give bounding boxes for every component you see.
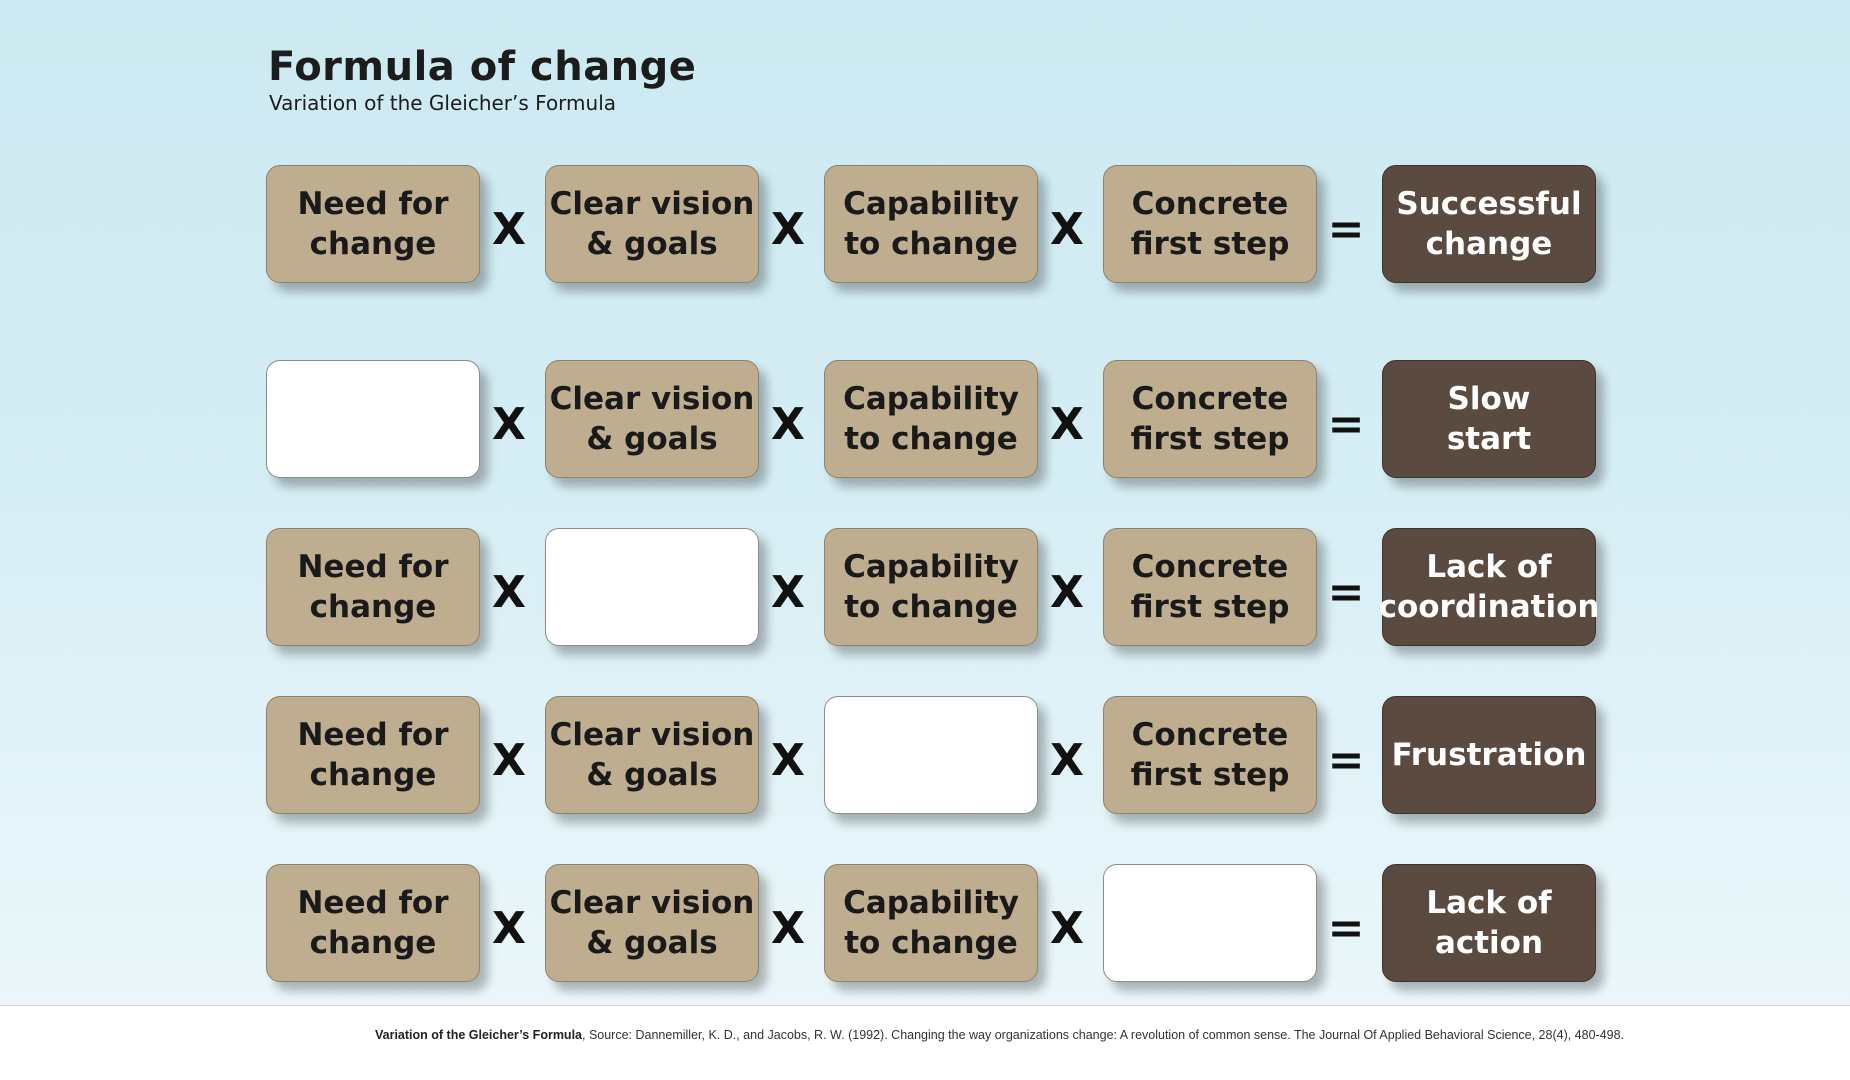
factor-box-concrete-first-step: Concrete first step: [1103, 165, 1317, 283]
result-box: Slow start: [1382, 360, 1596, 478]
page-title: Formula of change: [268, 44, 697, 90]
missing-factor-box: [266, 360, 480, 478]
multiply-operator: X: [1050, 902, 1084, 954]
equals-operator: =: [1327, 902, 1365, 954]
multiply-operator: X: [771, 566, 805, 618]
multiply-operator: X: [771, 203, 805, 255]
factor-box-capability-to-change: Capability to change: [824, 360, 1038, 478]
multiply-operator: X: [492, 398, 526, 450]
multiply-operator: X: [492, 902, 526, 954]
multiply-operator: X: [1050, 566, 1084, 618]
factor-label: Capability to change: [843, 885, 1019, 961]
page-subtitle: Variation of the Gleicher’s Formula: [269, 91, 617, 115]
factor-box-capability-to-change: Capability to change: [824, 528, 1038, 646]
factor-box-clear-vision-goals: Clear vision & goals: [545, 360, 759, 478]
factor-box-need-for-change: Need for change: [266, 165, 480, 283]
factor-label: Need for change: [297, 186, 449, 262]
multiply-operator: X: [771, 734, 805, 786]
factor-label: Clear vision & goals: [549, 186, 755, 262]
factor-label: Need for change: [297, 549, 449, 625]
missing-factor-box: [545, 528, 759, 646]
factor-label: Capability to change: [843, 549, 1019, 625]
formula-row: Need for change X Clear vision & goals X Cap…: [266, 864, 1606, 982]
result-label: Slow start: [1446, 381, 1532, 457]
factor-box-clear-vision-goals: Clear vision & goals: [545, 696, 759, 814]
factor-box-need-for-change: Need for change: [266, 864, 480, 982]
result-box: Successful change: [1382, 165, 1596, 283]
formula-row: Need for change X Clear vision & goals X Cap…: [266, 165, 1606, 283]
factor-label: Need for change: [297, 717, 449, 793]
factor-label: Capability to change: [843, 186, 1019, 262]
multiply-operator: X: [492, 566, 526, 618]
factor-label: Concrete first step: [1130, 717, 1290, 793]
result-label: Successful change: [1396, 186, 1582, 262]
factor-label: Clear vision & goals: [549, 717, 755, 793]
equals-operator: =: [1327, 734, 1365, 786]
factor-label: Concrete first step: [1130, 186, 1290, 262]
result-box: Lack of coordination: [1379, 528, 1599, 646]
source-citation: Variation of the Gleicher’s Formula, Sou…: [375, 1028, 1624, 1042]
equals-operator: =: [1327, 398, 1365, 450]
source-text: , Source: Dannemiller, K. D., and Jacobs…: [582, 1028, 1625, 1042]
multiply-operator: X: [771, 902, 805, 954]
equals-operator: =: [1327, 566, 1365, 618]
factor-label: Capability to change: [843, 381, 1019, 457]
factor-box-capability-to-change: Capability to change: [824, 864, 1038, 982]
factor-box-concrete-first-step: Concrete first step: [1103, 360, 1317, 478]
multiply-operator: X: [1050, 734, 1084, 786]
factor-label: Concrete first step: [1130, 381, 1290, 457]
multiply-operator: X: [1050, 398, 1084, 450]
result-box: Frustration: [1382, 696, 1596, 814]
formula-row: Need for change X X Capability to change X Co…: [266, 528, 1606, 646]
factor-box-capability-to-change: Capability to change: [824, 165, 1038, 283]
missing-factor-box: [824, 696, 1038, 814]
equals-operator: =: [1327, 203, 1365, 255]
factor-label: Concrete first step: [1130, 549, 1290, 625]
factor-box-need-for-change: Need for change: [266, 696, 480, 814]
result-label: Frustration: [1391, 737, 1587, 773]
factor-box-concrete-first-step: Concrete first step: [1103, 528, 1317, 646]
factor-box-need-for-change: Need for change: [266, 528, 480, 646]
result-label: Lack of coordination: [1378, 549, 1600, 625]
factor-label: Need for change: [297, 885, 449, 961]
multiply-operator: X: [492, 203, 526, 255]
factor-box-clear-vision-goals: Clear vision & goals: [545, 165, 759, 283]
footer: Variation of the Gleicher’s Formula, Sou…: [0, 1005, 1850, 1080]
factor-label: Clear vision & goals: [549, 381, 755, 457]
formula-row: X Clear vision & goals X Capability to chan…: [266, 360, 1606, 478]
missing-factor-box: [1103, 864, 1317, 982]
multiply-operator: X: [1050, 203, 1084, 255]
factor-box-clear-vision-goals: Clear vision & goals: [545, 864, 759, 982]
result-box: Lack of action: [1382, 864, 1596, 982]
multiply-operator: X: [492, 734, 526, 786]
result-label: Lack of action: [1426, 885, 1552, 961]
source-label: Variation of the Gleicher’s Formula: [375, 1028, 582, 1042]
factor-label: Clear vision & goals: [549, 885, 755, 961]
formula-row: Need for change X Clear vision & goals X X Co…: [266, 696, 1606, 814]
factor-box-concrete-first-step: Concrete first step: [1103, 696, 1317, 814]
multiply-operator: X: [771, 398, 805, 450]
